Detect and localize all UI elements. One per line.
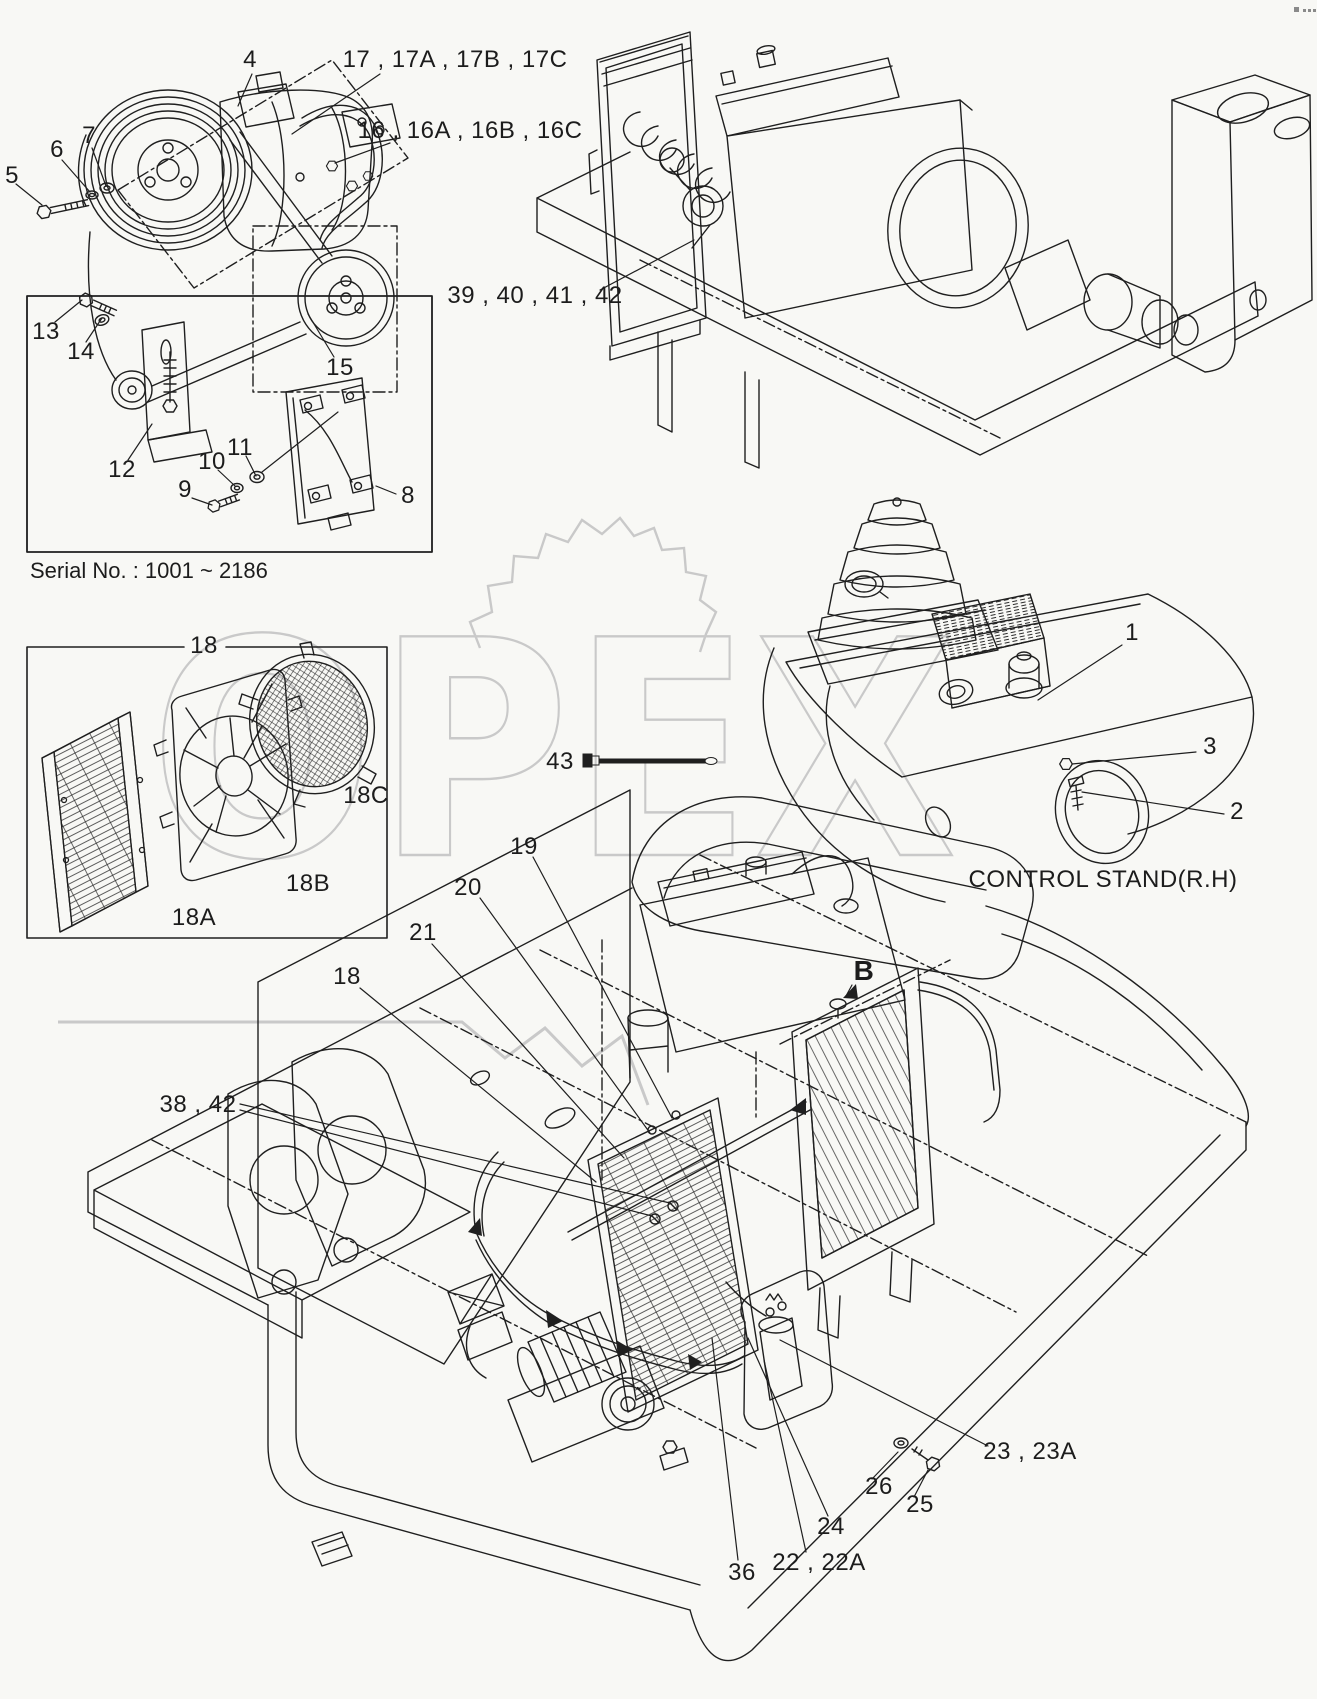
callout-6: 6 xyxy=(50,136,64,163)
compressor-assembly-drawing xyxy=(15,59,433,553)
mount-plate xyxy=(285,377,375,531)
serial-note: Serial No. : 1001 ~ 2186 xyxy=(30,558,268,583)
machine-deck-drawing xyxy=(87,789,1249,1662)
callout-4: 4 xyxy=(243,46,257,73)
leader-lines-control-stand xyxy=(1037,644,1225,815)
callout-25: 25 xyxy=(906,1491,934,1518)
callout-20: 20 xyxy=(454,874,482,901)
callout-18-box: 18 xyxy=(190,632,218,659)
callout-12: 12 xyxy=(108,456,136,483)
callout-16-group: 16 , 16A , 16B , 16C xyxy=(357,117,583,144)
callout-15: 15 xyxy=(326,354,354,381)
bolt-2 xyxy=(1067,775,1085,811)
hose-runs xyxy=(473,1101,811,1375)
callout-36: 36 xyxy=(728,1559,756,1586)
callout-11: 11 xyxy=(227,434,253,461)
pin-43-drawing xyxy=(582,753,718,768)
tension-bracket xyxy=(141,321,213,463)
callout-18a: 18A xyxy=(171,904,217,931)
callout-18b: 18B xyxy=(285,870,331,897)
callout-21: 21 xyxy=(409,919,437,946)
callout-13: 13 xyxy=(32,318,60,345)
callout-1: 1 xyxy=(1125,619,1139,646)
condenser-bottom xyxy=(587,1097,759,1413)
leader-lines-bottom xyxy=(239,856,989,1561)
switch-panel xyxy=(931,593,1051,709)
engine-skid-drawing xyxy=(536,31,1313,469)
callout-2: 2 xyxy=(1230,798,1244,825)
control-stand-caption: CONTROL STAND(R.H) xyxy=(968,866,1238,893)
callout-26: 26 xyxy=(865,1473,893,1500)
compressor-body xyxy=(219,71,374,252)
condenser-kit-drawing xyxy=(26,641,388,939)
callout-39-group: 39 , 40 , 41 , 42 xyxy=(447,282,623,309)
callout-24: 24 xyxy=(817,1513,845,1540)
callout-10: 10 xyxy=(198,448,226,475)
fan-grille xyxy=(238,641,377,808)
control-stand-drawing xyxy=(762,497,1255,903)
callout-19: 19 xyxy=(510,833,538,860)
receiver-drier xyxy=(740,1270,834,1430)
corner-artifact-marks xyxy=(1294,7,1316,12)
callout-18-bottom: 18 xyxy=(333,963,361,990)
callout-18c: 18C xyxy=(343,782,389,809)
radiator-bottom xyxy=(779,959,1001,1339)
callout-5: 5 xyxy=(5,162,19,189)
callout-7: 7 xyxy=(82,122,96,149)
kit-box-frame xyxy=(26,646,388,939)
callout-9: 9 xyxy=(178,476,192,503)
fasteners xyxy=(35,182,265,514)
serial-box-frame xyxy=(26,295,433,553)
callout-23-group: 23 , 23A xyxy=(983,1438,1077,1465)
hydraulic-tank xyxy=(1171,74,1313,373)
callout-38-group: 38 , 42 xyxy=(159,1091,237,1118)
callout-14: 14 xyxy=(67,338,95,365)
boom-mount xyxy=(93,1048,471,1339)
callout-8: 8 xyxy=(401,482,415,509)
compressor-unit-bottom xyxy=(447,1273,665,1463)
leader-39 xyxy=(599,239,695,291)
callout-17-group: 17 , 17A , 17B , 17C xyxy=(342,46,568,73)
watermark-swoosh xyxy=(58,1020,650,1106)
callout-3: 3 xyxy=(1203,733,1217,760)
callout-43: 43 xyxy=(546,748,574,775)
callout-22-group: 22 , 22A xyxy=(772,1549,866,1576)
leader-lines-top-left xyxy=(15,73,397,506)
condenser-core xyxy=(41,711,149,933)
small-hardware xyxy=(311,1110,943,1567)
view-b-label: B xyxy=(853,955,875,986)
joystick-boot xyxy=(817,497,977,650)
gear-watermark xyxy=(468,516,718,653)
flow-arrows xyxy=(468,984,858,1370)
